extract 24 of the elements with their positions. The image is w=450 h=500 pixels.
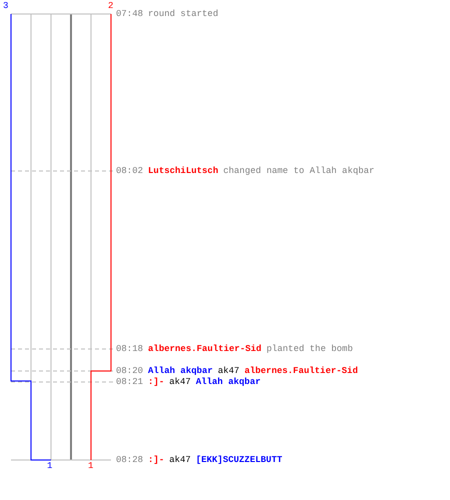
player-count: 3 (3, 1, 8, 11)
player-name: :]- (148, 455, 164, 465)
player-name: :]- (148, 377, 164, 387)
timestamp: 08:21 (116, 377, 144, 387)
player-name: LutschiLutsch (148, 166, 218, 176)
player-name: [EKK]SCUZZELBUTT (196, 455, 282, 465)
timestamp: 08:02 (116, 166, 144, 176)
event-text: changed name to Allah akqbar (223, 166, 374, 176)
timestamp: 08:28 (116, 455, 144, 465)
timestamp: 08:20 (116, 366, 144, 376)
player-count: 1 (47, 461, 52, 471)
timestamp: 07:48 (116, 9, 144, 19)
weapon-name: ak47 (169, 455, 191, 465)
player-name: albernes.Faultier-Sid (148, 344, 262, 354)
player-count: 1 (88, 461, 94, 471)
timestamp: 08:18 (116, 344, 144, 354)
weapon-name: ak47 (169, 377, 191, 387)
event-text: planted the bomb (266, 344, 353, 354)
player-name: albernes.Faultier-Sid (244, 366, 358, 376)
player-count: 2 (108, 1, 114, 11)
player-name: Allah akqbar (148, 366, 213, 376)
event-text: round started (148, 9, 218, 19)
weapon-name: ak47 (218, 366, 240, 376)
player-name: Allah akqbar (196, 377, 261, 387)
